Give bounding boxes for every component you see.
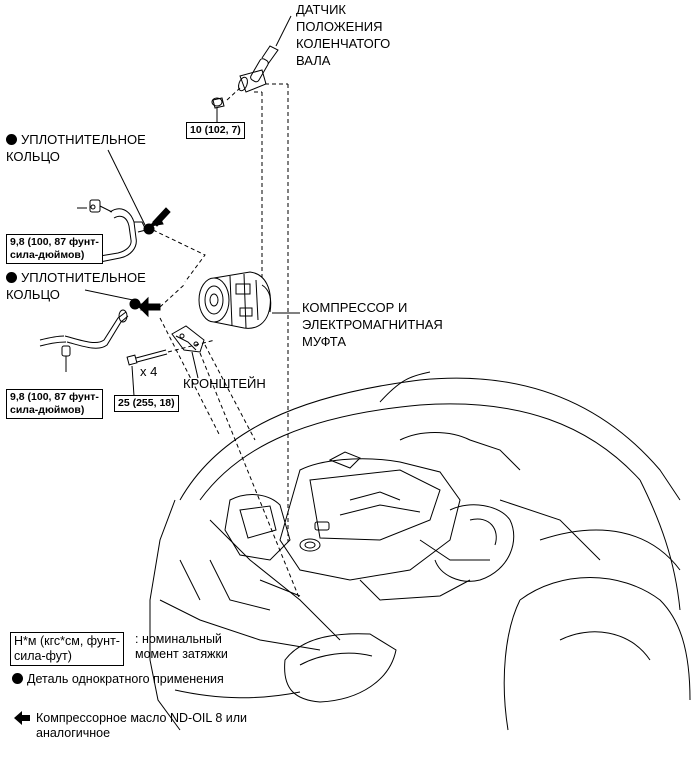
torque-sensor-bolt: 10 (102, 7) — [186, 122, 245, 139]
sensor-bolt-part — [211, 97, 225, 109]
torque-bracket-bolt: 25 (255, 18) — [114, 395, 179, 412]
non-reusable-dot-icon — [6, 134, 17, 145]
torque-hose-upper: 9,8 (100, 87 фунт- сила-дюймов) — [6, 234, 103, 264]
vehicle-outline — [149, 371, 691, 731]
o-ring-label-1: УПЛОТНИТЕЛЬНОЕ КОЛЬЦО — [6, 132, 146, 164]
non-reusable-dot-icon — [6, 272, 17, 283]
legend-torque-box: Н*м (кгс*см, фунт- сила-фут) — [10, 632, 124, 666]
crank-sensor-label: ДАТЧИК ПОЛОЖЕНИЯ КОЛЕНЧАТОГО ВАЛА — [296, 2, 391, 68]
bracket-label: КРОНШТЕЙН — [183, 376, 266, 391]
compressor-label: КОМПРЕССОР И ЭЛЕКТРОМАГНИТНАЯ МУФТА — [302, 300, 443, 349]
oil-arrow-legend-icon — [14, 711, 30, 725]
o-ring-label-2: УПЛОТНИТЕЛЬНОЕ КОЛЬЦО — [6, 270, 146, 302]
compressor-part — [198, 271, 272, 329]
lower-hose-part — [39, 309, 129, 357]
legend-oil: Компрессорное масло ND-OIL 8 или аналоги… — [36, 711, 248, 740]
upper-hose-part — [89, 199, 147, 263]
legend-non-reusable: Деталь однократного применения — [12, 672, 224, 687]
bracket-part — [171, 325, 205, 353]
legend-torque-desc: : номинальный момент затяжки — [135, 632, 228, 661]
engine-bay — [179, 432, 601, 611]
crankshaft-sensor-part — [238, 15, 292, 93]
torque-hose-lower: 9,8 (100, 87 фунт- сила-дюймов) — [6, 389, 103, 419]
non-reusable-dot-icon — [12, 673, 23, 684]
bolt-count-label: x 4 — [140, 364, 158, 379]
bracket-bolt-part — [126, 349, 168, 366]
